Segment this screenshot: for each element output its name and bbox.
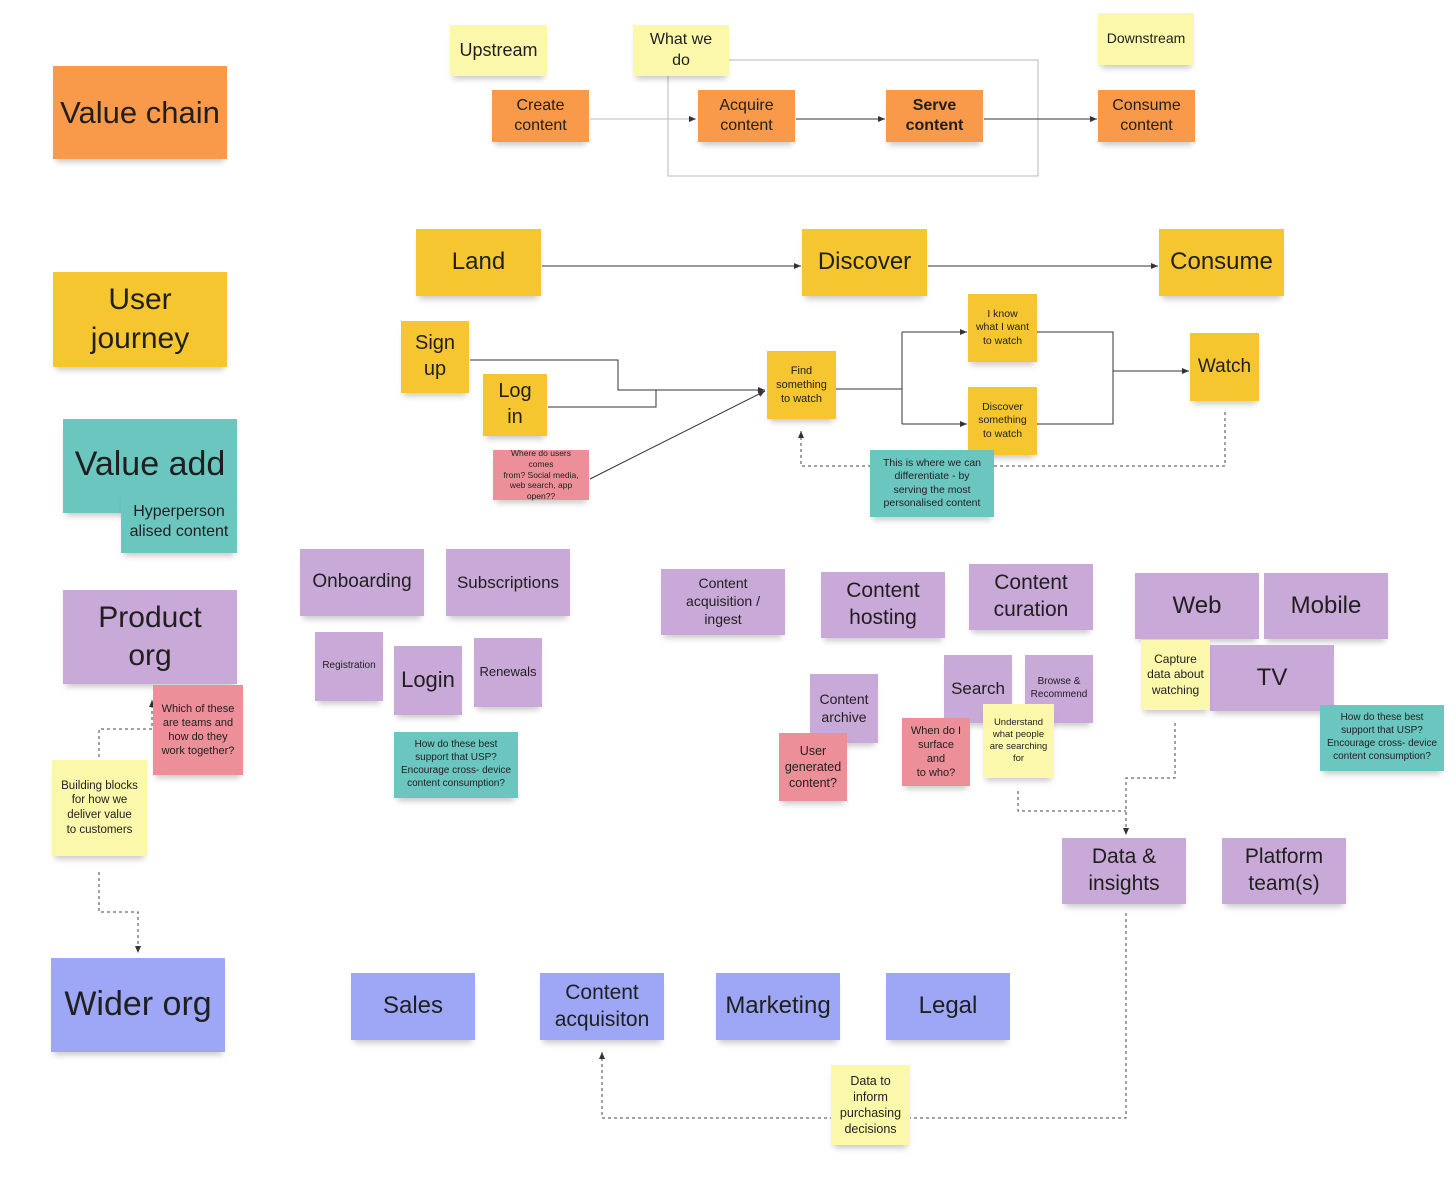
value-add-label: Value add — [74, 445, 226, 483]
where-users-note[interactable]: Where do users comes from? Social media,… — [493, 448, 589, 501]
sign-up-note[interactable]: Sign up — [401, 321, 469, 393]
dashed-data-acquisiton — [599, 913, 1127, 1119]
legal-note[interactable]: Legal — [886, 973, 1010, 1040]
dashed-understand-data — [1017, 791, 1126, 812]
consume-note[interactable]: Consume — [1159, 229, 1284, 296]
upstream-note[interactable]: Upstream — [450, 25, 547, 76]
arrow-login-find — [548, 390, 657, 408]
discover-something-note[interactable]: Discover something to watch — [968, 387, 1037, 455]
understand-searching-note[interactable]: Understand what people are searching for — [983, 704, 1054, 778]
when-surface-note[interactable]: When do I surface and to who? — [902, 718, 970, 786]
dashed-watch-loop — [798, 412, 1226, 467]
usp-question-right-note[interactable]: How do these best support that USP? Enco… — [1320, 705, 1444, 771]
watch-note[interactable]: Watch — [1190, 333, 1259, 401]
data-to-inform-note[interactable]: Data to inform purchasing decisions — [831, 1065, 910, 1145]
data-insights-note[interactable]: Data & insights — [1062, 838, 1186, 904]
user-generated-note[interactable]: User generated content? — [779, 733, 847, 801]
find-something-note[interactable]: Find something to watch — [767, 351, 836, 419]
arrow-where-find — [589, 390, 766, 480]
serve-content-note[interactable]: Serve content — [886, 90, 983, 142]
consume-content-note[interactable]: Consume content — [1098, 90, 1195, 142]
login-note[interactable]: Login — [394, 646, 462, 715]
subscriptions-note[interactable]: Subscriptions — [446, 549, 570, 616]
line-iknow-merge — [1037, 331, 1114, 425]
renewals-note[interactable]: Renewals — [474, 638, 542, 707]
product-org-note[interactable]: Product org — [63, 590, 237, 684]
what-we-do-frame — [667, 59, 1039, 177]
content-acquisiton-note[interactable]: Content acquisiton — [540, 973, 664, 1040]
capture-data-note[interactable]: Capture data about watching — [1141, 640, 1210, 710]
downstream-note[interactable]: Downstream — [1098, 13, 1194, 65]
wider-org-note[interactable]: Wider org — [51, 958, 225, 1052]
log-in-note[interactable]: Log in — [483, 374, 547, 436]
discover-note[interactable]: Discover — [802, 229, 927, 296]
land-note[interactable]: Land — [416, 229, 541, 296]
dashed-blocks-which — [98, 700, 155, 757]
which-teams-note[interactable]: Which of these are teams and how do they… — [153, 685, 243, 775]
hyperpersonalised-note[interactable]: Hyperperson alised content — [121, 491, 237, 553]
content-curation-note[interactable]: Content curation — [969, 564, 1093, 630]
arrow-signup-find — [470, 359, 765, 393]
differentiate-note[interactable]: This is where we can differentiate - by … — [870, 450, 994, 517]
building-blocks-note[interactable]: Building blocks for how we deliver value… — [52, 760, 147, 856]
acquire-content-note[interactable]: Acquire content — [698, 90, 795, 142]
registration-note[interactable]: Registration — [315, 632, 383, 701]
mobile-note[interactable]: Mobile — [1264, 573, 1388, 639]
content-hosting-note[interactable]: Content hosting — [821, 572, 945, 638]
content-archive-note[interactable]: Content archive — [810, 674, 878, 743]
tv-note[interactable]: TV — [1210, 645, 1334, 711]
create-content-note[interactable]: Create content — [492, 90, 589, 142]
dashed-blocks-wider — [98, 872, 141, 953]
platform-teams-note[interactable]: Platform team(s) — [1222, 838, 1346, 904]
what-we-do-note[interactable]: What we do — [633, 25, 729, 76]
usp-question-left-note[interactable]: How do these best support that USP? Enco… — [394, 732, 518, 798]
value-chain-note[interactable]: Value chain — [53, 66, 227, 159]
onboarding-note[interactable]: Onboarding — [300, 549, 424, 616]
web-note[interactable]: Web — [1135, 573, 1259, 639]
sales-note[interactable]: Sales — [351, 973, 475, 1040]
content-acquisition-ingest-note[interactable]: Content acquisition / ingest — [661, 569, 785, 635]
marketing-note[interactable]: Marketing — [716, 973, 840, 1040]
i-know-note[interactable]: I know what I want to watch — [968, 294, 1037, 362]
user-journey-note[interactable]: User journey — [53, 272, 227, 367]
dashed-capture-data — [1123, 723, 1176, 835]
